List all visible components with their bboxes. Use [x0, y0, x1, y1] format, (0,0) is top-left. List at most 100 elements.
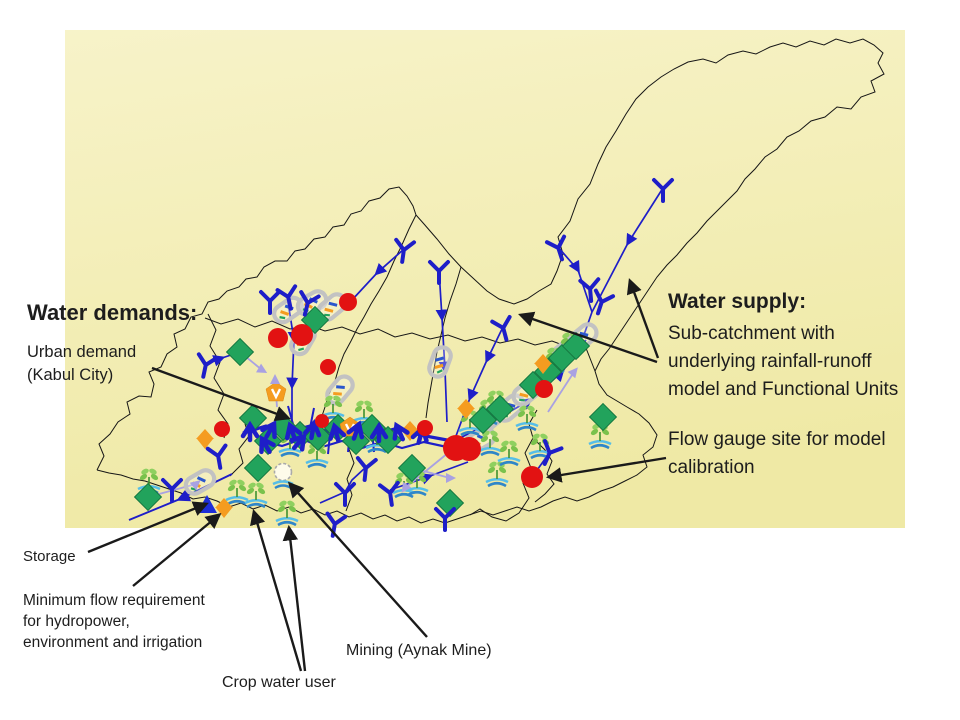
flow-gauge-icon — [535, 380, 553, 398]
catchment-boundary-line — [469, 409, 538, 522]
river-head-gauge-icon — [299, 290, 321, 317]
supply-link — [547, 371, 575, 413]
river-head-gauge-icon — [394, 237, 417, 264]
subcatchment-line1: Sub-catchment with — [668, 323, 835, 344]
urban-demand-arrow — [151, 366, 291, 422]
river-head-gauge-icon — [196, 352, 219, 379]
urban-demand-line1: Urban demand — [27, 343, 137, 361]
water-user-icon — [238, 403, 268, 433]
flow-gauge-icon — [214, 421, 230, 437]
subcatchment-icon — [427, 345, 453, 379]
river-junction-icon — [302, 418, 322, 441]
water-user-icon — [435, 488, 465, 518]
river-junction-icon — [289, 433, 307, 452]
river-head-gauge-icon — [593, 288, 616, 316]
water-user-icon — [468, 405, 498, 435]
subcatchment-line3: model and Functional Units — [668, 379, 899, 400]
river-junction-icon — [346, 420, 365, 441]
crop-water-user-icon — [497, 440, 521, 467]
subcatchment-arrow-left — [518, 311, 658, 364]
flow-gauge-icon — [268, 328, 288, 348]
crop-water-user-icon — [244, 482, 268, 509]
min-flow-requirement-icon — [457, 399, 475, 419]
link-arrow-icon — [189, 480, 201, 491]
flow-gauge-icon — [315, 414, 329, 428]
water-user-icon — [588, 402, 618, 432]
crop-arrow-2 — [282, 524, 307, 672]
river-head-gauge-icon — [434, 507, 456, 532]
river-head-gauge-icon — [334, 482, 356, 507]
urban-demand-label: Urban demand (Kabul City) — [27, 341, 136, 387]
water-user-icon — [485, 394, 515, 424]
river-head-gauge-icon — [490, 314, 512, 342]
subcatchment-label: Sub-catchment with underlying rainfall-r… — [668, 320, 898, 404]
flow-gauge-icon — [417, 420, 433, 436]
minimum-flow-line1: Minimum flow requirement — [23, 592, 205, 609]
crop-water-user-icon — [515, 405, 539, 432]
river-head-gauge-icon — [161, 478, 183, 503]
storage-arrow — [87, 501, 209, 554]
river-junction-icon — [259, 435, 276, 455]
flow-gauge-arrow — [545, 456, 667, 483]
link-arrow-icon — [446, 473, 456, 483]
flow-gauge-icon — [320, 359, 336, 375]
river-reach — [351, 248, 405, 301]
flow-gauge-line1: Flow gauge site for model — [668, 429, 886, 450]
water-user-icon — [133, 482, 163, 512]
river-head-gauge-icon — [377, 480, 400, 507]
link-arrow-icon — [256, 363, 268, 373]
minimum-flow-line3: environment and irrigation — [23, 634, 203, 651]
water-user-icon — [397, 453, 427, 483]
river-head-gauge-icon — [355, 456, 378, 482]
river-junction-icon — [369, 421, 389, 444]
river-head-gauge-icon — [428, 260, 450, 285]
min-flow-requirement-icon — [215, 498, 233, 518]
river-reach — [286, 301, 300, 424]
crop-water-user-icon — [275, 500, 299, 527]
crop-water-user-icon — [478, 430, 502, 457]
water-user-icon — [243, 453, 273, 483]
river-junction-icon — [260, 420, 277, 440]
river-reach — [319, 491, 346, 504]
flow-gauge-icon — [521, 466, 543, 488]
river-head-gauge-icon — [542, 439, 564, 466]
river-reach — [557, 246, 593, 313]
model-nodes — [133, 178, 674, 538]
link-arrow-icon — [567, 367, 578, 379]
urban-demand-line2: (Kabul City) — [27, 366, 114, 384]
crop-arrow-1 — [250, 509, 303, 672]
catchment-boundary-line — [96, 38, 885, 524]
minimum-flow-line2: for hydropower, — [23, 613, 130, 630]
crop-water-user-label: Crop water user — [222, 674, 336, 691]
link-arrow-icon — [401, 481, 412, 493]
river-head-gauge-icon — [205, 443, 228, 470]
flow-gauge-icon — [291, 324, 313, 346]
mining-label: Mining (Aynak Mine) — [346, 642, 492, 659]
flow-gauge-icon — [339, 293, 357, 311]
river-junction-icon — [240, 420, 260, 443]
catchment-boundary-line — [207, 313, 229, 439]
minimum-flow-label: Minimum flow requirement for hydropower,… — [23, 590, 205, 653]
annotation-arrows — [87, 278, 667, 672]
water-user-icon — [561, 331, 591, 361]
river-junction-icon — [392, 421, 410, 442]
flow-gauge-icon — [457, 437, 481, 461]
hydropower-icon — [265, 381, 287, 402]
catchment-boundary-line — [204, 317, 596, 372]
water-user-icon — [225, 337, 255, 367]
flow-gauge-line2: calibration — [668, 457, 755, 478]
subcatchment-arrow-up — [626, 278, 660, 359]
subcatchment-line2: underlying rainfall-runoff — [668, 351, 872, 372]
crop-water-user-icon — [225, 479, 249, 506]
storage-label: Storage — [23, 548, 76, 565]
mining-arrow — [287, 481, 428, 638]
river-reach — [435, 269, 451, 423]
min-flow-requirement-icon — [196, 429, 214, 449]
flow-gauge-label: Flow gauge site for model calibration — [668, 426, 886, 482]
min-flow-requirement-icon — [534, 354, 552, 374]
river-head-gauge-icon — [275, 284, 298, 311]
river-junction-icon — [328, 422, 347, 443]
river-head-gauge-icon — [578, 277, 601, 303]
river-head-gauge-icon — [259, 290, 281, 315]
